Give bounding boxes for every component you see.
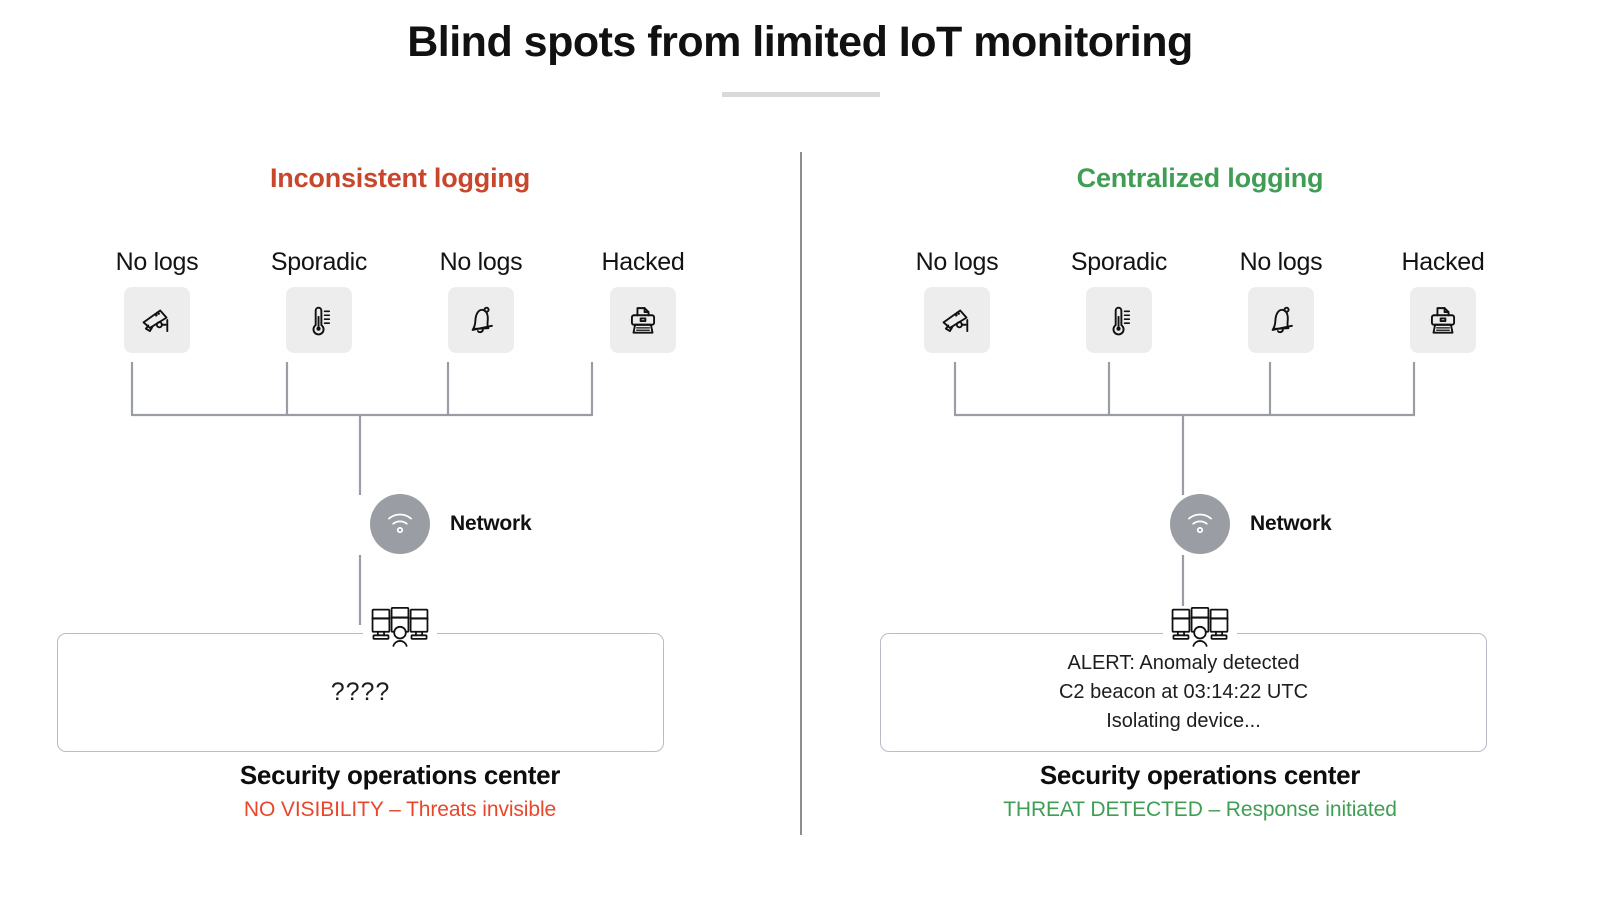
device-label: No logs (1239, 248, 1323, 276)
device-icon-box[interactable] (610, 287, 676, 353)
network-circle (1170, 494, 1230, 554)
device-item[interactable]: No logs (1200, 248, 1362, 353)
device-label: No logs (439, 248, 523, 276)
device-row-right: No logs Sporadic (800, 248, 1600, 353)
device-label: Hacked (1401, 248, 1485, 276)
device-item[interactable]: Sporadic (238, 248, 400, 353)
soc-monitors-icon (363, 606, 437, 654)
device-icon-box[interactable] (1248, 287, 1314, 353)
device-icon-box[interactable] (924, 287, 990, 353)
cctv-camera-icon (138, 301, 176, 339)
device-icon-box[interactable] (286, 287, 352, 353)
network-label: Network (1250, 512, 1332, 535)
soc-console-left: ???? (57, 633, 664, 752)
soc-title-right: Security operations center (1039, 760, 1361, 790)
device-icon-box[interactable] (124, 287, 190, 353)
thermometer-icon (1100, 301, 1138, 339)
panel-heading-right: Centralized logging (1076, 163, 1324, 193)
panel-divider (800, 152, 802, 835)
device-label: No logs (115, 248, 199, 276)
device-item[interactable]: No logs (400, 248, 562, 353)
device-icon-box[interactable] (1086, 287, 1152, 353)
device-row-left: No logs Sporadic (0, 248, 800, 353)
printer-icon (1424, 301, 1462, 339)
soc-icon-right (800, 606, 1600, 654)
soc-status-right: THREAT DETECTED – Response initiated (1003, 798, 1397, 821)
device-item[interactable]: No logs (76, 248, 238, 353)
device-item[interactable]: Hacked (562, 248, 724, 353)
soc-monitors-icon (1163, 606, 1237, 654)
wifi-icon (1183, 505, 1217, 544)
panel-heading-left: Inconsistent logging (270, 163, 530, 193)
network-circle (370, 494, 430, 554)
panel-inconsistent-logging: Inconsistent logging No logs (0, 163, 800, 821)
device-item[interactable]: No logs (876, 248, 1038, 353)
device-icon-box[interactable] (448, 287, 514, 353)
printer-icon (624, 301, 662, 339)
soc-icon-left (0, 606, 800, 654)
network-label: Network (450, 512, 532, 535)
device-item[interactable]: Hacked (1362, 248, 1524, 353)
device-label: Hacked (601, 248, 685, 276)
device-label: Sporadic (1070, 248, 1168, 276)
bell-icon (462, 301, 500, 339)
wifi-icon (383, 505, 417, 544)
device-icon-box[interactable] (1410, 287, 1476, 353)
soc-title-left: Security operations center (239, 760, 561, 790)
title-divider-rule (722, 92, 880, 97)
device-label: No logs (915, 248, 999, 276)
bell-icon (1262, 301, 1300, 339)
network-node-right[interactable]: Network (800, 494, 1600, 554)
page-title: Blind spots from limited IoT monitoring (407, 18, 1193, 66)
soc-status-left: NO VISIBILITY – Threats invisible (243, 798, 557, 821)
soc-console-text: ???? (330, 678, 391, 707)
thermometer-icon (300, 301, 338, 339)
device-item[interactable]: Sporadic (1038, 248, 1200, 353)
panel-centralized-logging: Centralized logging No logs (800, 0, 1600, 900)
device-label: Sporadic (270, 248, 368, 276)
cctv-camera-icon (938, 301, 976, 339)
network-node-left[interactable]: Network (0, 494, 800, 554)
